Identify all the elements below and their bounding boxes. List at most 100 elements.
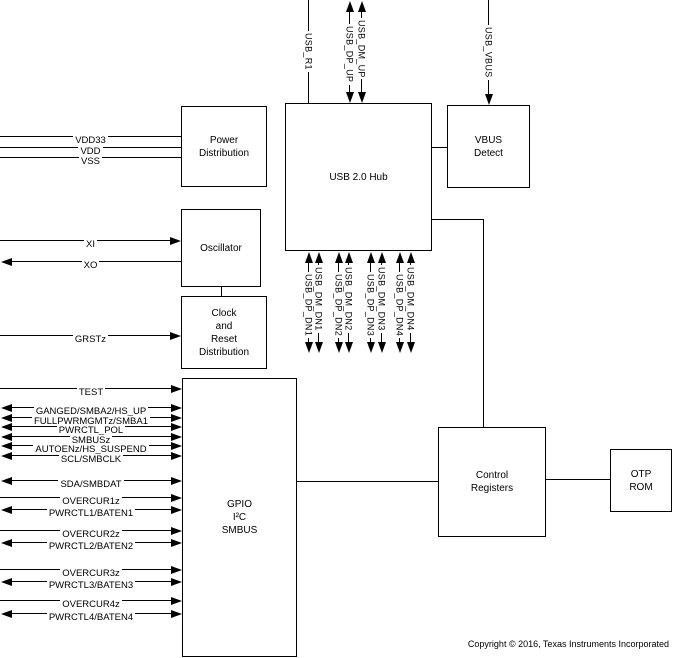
block-power-distribution-label-line: Power xyxy=(209,134,239,146)
signal-ganged-smba2-hs-up-label: GANGED/SMBA2/HS_UP xyxy=(33,406,149,418)
signal-vdd33-label-wrap: VDD33 xyxy=(0,130,181,148)
signal-usb-r1-label: USB_R1 xyxy=(303,31,314,72)
signal-pwrctl2-baten2-arrow-right xyxy=(171,538,182,547)
block-clock-reset-label-line: Reset xyxy=(210,333,238,345)
block-vbus-detect-label-line: Detect xyxy=(474,147,503,159)
block-oscillator: Oscillator xyxy=(181,209,261,287)
signal-usb-dm-up-arrow-down xyxy=(358,92,367,103)
signal-usb-dp-dn3-arrow-up xyxy=(367,252,376,263)
signal-pwrctl-pol-label-wrap: PWRCTL_POL xyxy=(0,420,182,438)
signal-sda-smbdat-arrow-left xyxy=(1,476,12,485)
signal-pwrctl1-baten1-arrow-left xyxy=(1,505,12,514)
block-gpio-i2c-smbus-label-line: GPIO xyxy=(226,499,252,510)
block-control-registers-label-line: Control xyxy=(475,470,509,481)
signal-overcur1z-label: OVERCUR1z xyxy=(60,496,122,508)
signal-usb-dp-dn4-label-wrap: USB_DP_DN4 xyxy=(394,254,405,356)
connector-hub-to-control-horizontal xyxy=(432,219,484,221)
signal-xo-label: XO xyxy=(81,260,100,272)
signal-scl-smbclk-label-wrap: SCL/SMBCLK xyxy=(0,449,182,467)
signal-vss-label-wrap: VSS xyxy=(0,151,181,169)
signal-usb-dm-dn3-arrow-up xyxy=(378,252,387,263)
signal-test-arrow-right xyxy=(171,384,182,393)
signal-usb-dm-dn1-arrow-down xyxy=(315,342,324,353)
signal-usb-vbus-label-wrap: USB_VBUS xyxy=(483,0,494,105)
signal-usb-dp-up-arrow-up xyxy=(346,1,355,12)
signal-usb-dm-dn3-arrow-down xyxy=(378,342,387,353)
signal-pwrctl-pol-arrow-left xyxy=(1,422,12,431)
signal-usb-dm-dn1-label-wrap: USB_DM_DN1 xyxy=(313,248,324,350)
signal-usb-dm-dn2-arrow-up xyxy=(345,252,354,263)
signal-usb-r1-label-wrap: USB_R1 xyxy=(303,0,314,103)
signal-sda-smbdat-label-wrap: SDA/SMBDAT xyxy=(0,474,182,492)
connector-hub-to-control-vertical xyxy=(483,219,485,427)
block-usb-hub-label-line: USB 2.0 Hub xyxy=(329,171,388,183)
signal-grstz-label: GRSTz xyxy=(72,334,109,346)
signal-overcur3z-arrow-right xyxy=(171,565,182,574)
signal-overcur4z-label-wrap: OVERCUR4z xyxy=(0,594,182,612)
signal-autoenz-hs-suspend-label-wrap: AUTOENz/HS_SUSPEND xyxy=(0,439,182,457)
signal-usb-dp-dn4-arrow-down xyxy=(396,342,405,353)
connector-oscillator-to-clock-reset xyxy=(221,287,223,296)
signal-autoenz-hs-suspend-arrow-right xyxy=(171,441,182,450)
block-power-distribution-label-line: Distribution xyxy=(198,147,250,159)
signal-ganged-smba2-hs-up-arrow-right xyxy=(171,403,182,412)
signal-usb-dm-dn3-label: USB_DM_DN3 xyxy=(376,265,387,333)
signal-usb-vbus-label: USB_VBUS xyxy=(483,25,494,80)
signal-overcur3z-label: OVERCUR3z xyxy=(60,568,122,580)
signal-xo-label-wrap: XO xyxy=(0,255,181,273)
signal-grstz-arrow-right xyxy=(170,331,181,340)
signal-pwrctl2-baten2-label-wrap: PWRCTL2/BATEN2 xyxy=(0,536,182,554)
block-gpio-i2c-smbus: GPIO I²C SMBUS xyxy=(182,378,297,657)
signal-vss-label: VSS xyxy=(78,156,102,168)
signal-overcur2z-label: OVERCUR2z xyxy=(60,529,122,541)
signal-pwrctl2-baten2-arrow-left xyxy=(1,538,12,547)
signal-usb-dm-dn2-label-wrap: USB_DM_DN2 xyxy=(343,248,354,350)
signal-pwrctl2-baten2-label: PWRCTL2/BATEN2 xyxy=(46,541,136,553)
signal-usb-dm-dn2-arrow-down xyxy=(345,342,354,353)
signal-smbusz-arrow-left xyxy=(1,432,12,441)
signal-pwrctl3-baten3-label-wrap: PWRCTL3/BATEN3 xyxy=(0,575,182,593)
signal-vdd33-label: VDD33 xyxy=(73,135,108,147)
signal-usb-dm-dn4-arrow-down xyxy=(407,342,416,353)
signal-usb-dp-up-arrow-down xyxy=(346,92,355,103)
signal-usb-dm-dn3-label-wrap: USB_DM_DN3 xyxy=(376,248,387,350)
signal-smbusz-arrow-right xyxy=(171,432,182,441)
signal-usb-dp-up-label-wrap: USB_DP_UP xyxy=(344,3,355,106)
signal-autoenz-hs-suspend-arrow-left xyxy=(1,441,12,450)
signal-pwrctl4-baten4-label-wrap: PWRCTL4/BATEN4 xyxy=(0,607,182,625)
block-control-registers-label-line: Registers xyxy=(470,483,514,494)
signal-overcur1z-label-wrap: OVERCUR1z xyxy=(0,491,182,509)
signal-fullpwrmgmtz-smba1-arrow-right xyxy=(171,413,182,422)
signal-test-label: TEST xyxy=(76,387,106,399)
block-gpio-i2c-smbus-label-line: I²C xyxy=(232,512,247,523)
signal-overcur4z-arrow-right xyxy=(171,596,182,605)
signal-xo-arrow-left xyxy=(1,257,12,266)
signal-overcur2z-arrow-right xyxy=(171,526,182,535)
signal-ganged-smba2-hs-up-label-wrap: GANGED/SMBA2/HS_UP xyxy=(0,401,182,419)
signal-pwrctl3-baten3-arrow-left xyxy=(1,577,12,586)
signal-scl-smbclk-arrow-right xyxy=(171,451,182,460)
signal-usb-dp-dn1-arrow-down xyxy=(305,342,314,353)
signal-usb-dp-dn4-arrow-up xyxy=(396,252,405,263)
signal-usb-dp-dn1-label-wrap: USB_DP_DN1 xyxy=(303,254,314,356)
signal-usb-dm-dn4-label: USB_DM_DN4 xyxy=(405,265,416,333)
signal-overcur2z-label-wrap: OVERCUR2z xyxy=(0,524,182,542)
signal-usb-dp-dn3-label: USB_DP_DN3 xyxy=(365,271,376,339)
signal-xi-label: XI xyxy=(84,239,97,251)
connector-gpio-to-control-registers xyxy=(297,481,438,483)
signal-scl-smbclk-arrow-left xyxy=(1,451,12,460)
signal-pwrctl4-baten4-arrow-left xyxy=(1,609,12,618)
signal-usb-dm-dn1-arrow-up xyxy=(315,252,324,263)
connector-control-registers-to-otp-rom xyxy=(546,479,610,481)
signal-usb-dp-dn3-arrow-down xyxy=(367,342,376,353)
block-gpio-i2c-smbus-label-line: SMBUS xyxy=(221,525,258,536)
signal-pwrctl-pol-arrow-right xyxy=(171,422,182,431)
signal-overcur1z-arrow-right xyxy=(171,493,182,502)
connector-hub-to-vbus-detect xyxy=(432,147,447,149)
signal-usb-dm-dn4-label-wrap: USB_DM_DN4 xyxy=(405,248,416,350)
